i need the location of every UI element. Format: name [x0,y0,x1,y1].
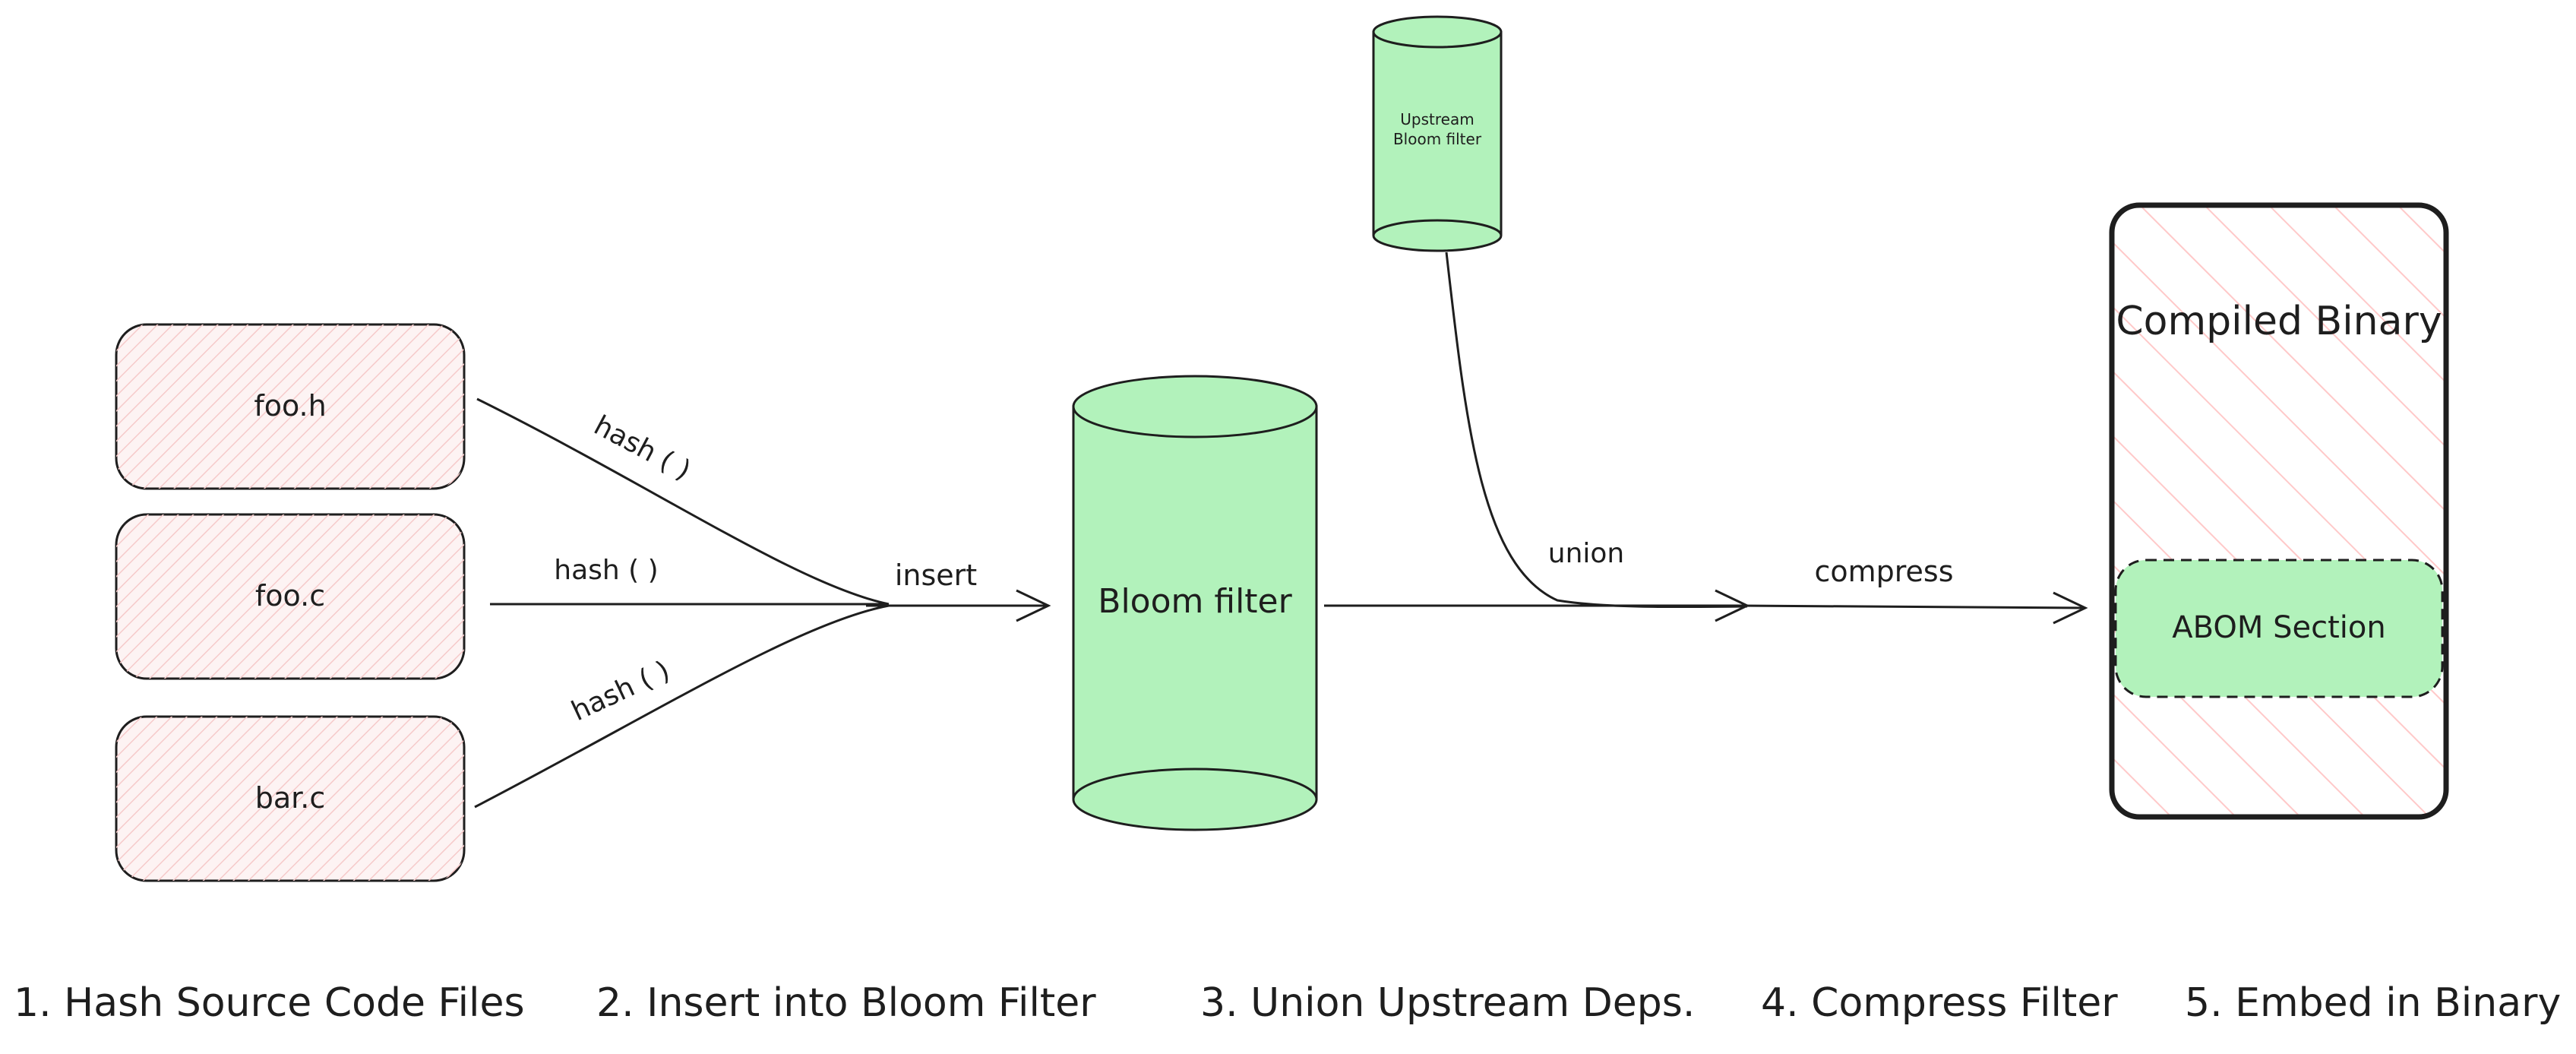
union-edge [1445,252,1748,609]
compiled-binary[interactable]: Compiled Binary ABOM Section [2109,202,2449,820]
compress-label: compress [1814,555,1953,588]
source-box-foo-h[interactable]: foo.h [115,323,466,490]
step-2-caption: 2. Insert into Bloom Filter [596,980,1096,1026]
bloom-filter-cylinder[interactable]: Bloom filter [1072,375,1318,831]
source-label-foo-h: foo.h [254,389,326,423]
compress-edge [1739,604,2086,609]
source-box-foo-c[interactable]: foo.c [115,513,466,680]
compress-arrowhead [2053,591,2088,625]
union-compress-arrows [1324,252,2088,625]
source-box-bar-c[interactable]: bar.c [115,715,466,882]
step-4-caption: 4. Compress Filter [1761,980,2118,1026]
bloom-filter-label: Bloom filter [1098,582,1292,621]
union-label: union [1548,538,1624,569]
step-1-caption: 1. Hash Source Code Files [14,980,525,1026]
hash-label-top: hash ( ) [589,410,696,486]
abom-section-label: ABOM Section [2172,610,2385,645]
upstream-label-line2: Bloom filter [1393,130,1482,148]
upstream-label-line1: Upstream [1400,110,1474,128]
insert-label: insert [895,559,977,592]
insert-arrowhead [1016,589,1051,622]
source-label-foo-c: foo.c [255,579,325,612]
step-3-caption: 3. Union Upstream Deps. [1200,980,1696,1026]
hash-edge-top [476,397,890,606]
abom-section[interactable]: ABOM Section [2114,559,2444,698]
upstream-bloom-filter-cylinder[interactable]: Upstream Bloom filter [1372,15,1503,252]
hash-label-bot: hash ( ) [567,655,675,727]
hash-edge-bot [474,604,890,809]
source-label-bar-c: bar.c [255,781,326,815]
step-5-caption: 5. Embed in Binary [2185,980,2562,1026]
compiled-binary-title: Compiled Binary [2116,299,2442,344]
hash-label-mid: hash ( ) [554,555,658,586]
step-caption-row: 1. Hash Source Code Files 2. Insert into… [0,980,2576,1041]
hash-arrows [474,397,1051,809]
